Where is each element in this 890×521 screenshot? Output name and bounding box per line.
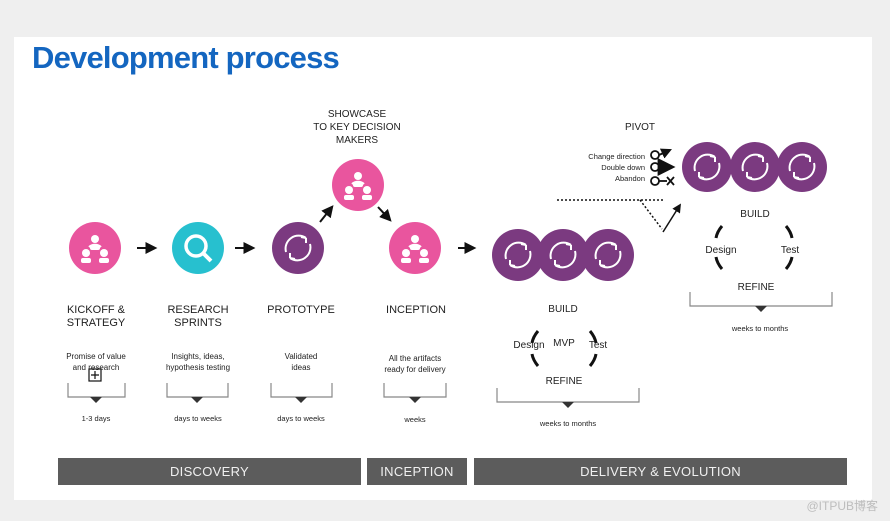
stage-desc-research: Insights, ideas,hypothesis testing (165, 352, 231, 372)
page-title: Development process (32, 40, 340, 75)
plus-icon (88, 368, 102, 382)
kickoff-node (69, 222, 121, 274)
pivot-dotted-path (557, 199, 663, 230)
delivery-test: Test (588, 340, 608, 351)
arrow-icon (662, 203, 681, 233)
pivot-duration: weeks to months (731, 324, 789, 333)
pivot-test: Test (780, 245, 800, 256)
arrow-icon (319, 205, 334, 223)
research-node (172, 222, 224, 274)
duration-prototype: days to weeks (277, 414, 325, 423)
pivot-options: Change direction Double down Abandon (560, 151, 645, 184)
pivot-option-double-down: Double down (601, 163, 645, 172)
watermark: @ITPUB博客 (806, 499, 878, 513)
phase-delivery-evolution: DELIVERY & EVOLUTION (474, 458, 847, 485)
pivot-refine: REFINE (737, 282, 775, 293)
delivery-build: BUILD (548, 304, 578, 315)
cycle-arcs (530, 225, 794, 367)
delivery-cycles (492, 229, 634, 281)
showcase-node (332, 159, 384, 211)
duration-kickoff: 1-3 days (81, 414, 111, 423)
phase-inception: INCEPTION (367, 458, 467, 485)
pivot-build: BUILD (740, 209, 770, 220)
pivot-design: Design (705, 245, 737, 256)
inception-node (389, 222, 441, 274)
pivot-cycles (682, 142, 827, 192)
delivery-refine: REFINE (545, 376, 583, 387)
bracket-pointers (90, 306, 767, 408)
delivery-mvp: MVP (553, 338, 575, 349)
delivery-duration: weeks to months (539, 419, 597, 428)
change-direction-icon (658, 148, 672, 159)
search-icon (184, 234, 213, 263)
phase-discovery: DISCOVERY (58, 458, 361, 485)
stage-label-inception: INCEPTION (386, 304, 446, 316)
prototype-node (272, 222, 324, 274)
pivot-option-change-direction: Change direction (588, 152, 645, 161)
duration-inception: weeks (404, 415, 426, 424)
delivery-design: Design (513, 340, 545, 351)
arrow-icon (377, 206, 392, 222)
slide (14, 37, 872, 500)
pivot-option-icons (650, 148, 676, 186)
abandon-icon (666, 176, 675, 186)
stage-label-kickoff: KICKOFF &STRATEGY (66, 304, 126, 329)
pivot-title: PIVOT (624, 122, 656, 133)
pivot-option-abandon: Abandon (614, 174, 645, 183)
duration-research: days to weeks (174, 414, 222, 423)
flow-arrows (137, 203, 681, 254)
stage-label-prototype: PROTOTYPE (267, 304, 335, 316)
